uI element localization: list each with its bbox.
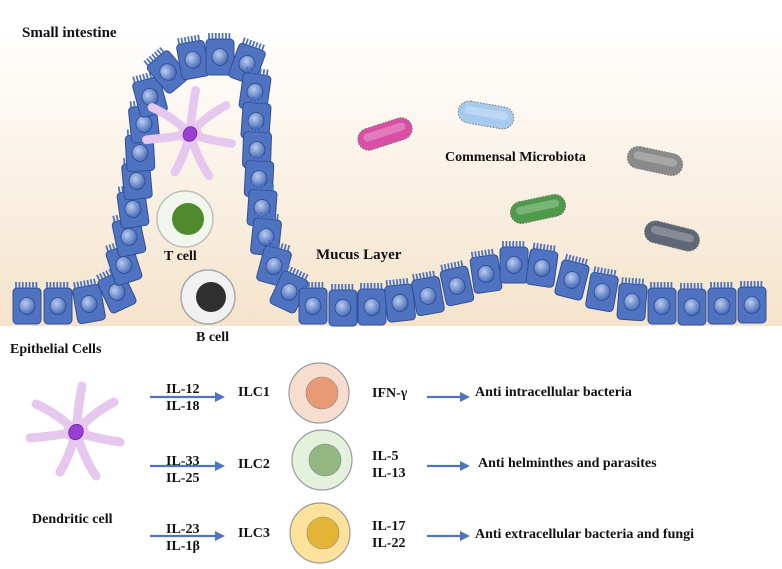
ilc1-output-arrow [427,392,470,402]
epithelial-cell [677,283,707,326]
epithelial-cell [707,282,737,325]
mucus-layer-label: Mucus Layer [316,247,402,263]
bacterium-green [509,193,567,225]
epithelial-cell [43,282,73,325]
epithelial-cell [384,278,416,323]
dendritic-cell [25,381,125,481]
dendritic-cell-villus [142,86,237,181]
commensal-microbiota [357,100,700,252]
ilc1-cell [288,362,350,424]
ilc2-output-arrow [427,461,470,471]
ilc3-effect: Anti extracellular bacteria and fungi [475,527,695,542]
t-cell-label: T cell [164,249,197,264]
epithelial-cells-label: Epithelial Cells [10,342,102,357]
epithelial-cell [469,248,503,294]
epithelial-cell [176,34,210,81]
bacterium-dark [644,220,700,252]
pathway-arrows [150,392,470,541]
ilc3-output-arrow [427,531,470,541]
diagram-title: Small intestine [22,25,117,41]
t-cell [156,190,214,248]
ilc2-input-2: IL-25 [166,471,200,486]
ilc2-effect: Anti helminthes and parasites [478,456,657,471]
ilc-cells [288,362,353,564]
b-cell-label: B cell [196,330,230,345]
ilc2-outputs: IL-5 IL-13 [372,448,405,482]
villus-immune-cells [25,86,237,481]
ilc3-input-arrow [150,531,225,541]
ilc2-input-1: IL-33 [166,454,200,469]
epithelial-cell [439,260,475,307]
epithelium [12,33,767,327]
epithelial-cell [298,282,328,325]
bacterium-blue [457,100,515,130]
ilc1-inputs: IL-12 IL-18 [166,381,199,415]
bacterium-gray [626,145,684,177]
ilc2-inputs: IL-33 IL-25 [166,453,199,487]
ilc2-input-arrow [150,461,225,471]
epithelial-cell [205,33,235,76]
ilc1-input-arrow [150,392,225,402]
ilc2-cell [291,429,353,491]
ilc1-label: ILC1 [238,385,270,400]
epithelial-cell [72,278,106,325]
epithelial-cell [554,253,590,301]
commensal-microbiota-label: Commensal Microbiota [445,150,586,165]
epithelial-cell [616,277,648,322]
epithelial-cell [737,281,767,324]
ilc1-output-1: IFN-γ [372,386,408,401]
ilc3-output-2: IL-22 [372,536,406,551]
epithelial-cell [143,46,190,94]
epithelial-cell [12,282,42,325]
ilc2-output-1: IL-5 [372,449,399,464]
ilc3-cell [289,502,351,564]
epithelial-cell [585,266,619,313]
ilc3-input-1: IL-23 [166,522,200,537]
ilc1-effect: Anti intracellular bacteria [475,385,632,400]
epithelial-cell [250,211,282,257]
ilc3-inputs: IL-23 IL-1β [166,521,200,555]
epithelial-cell [328,284,358,327]
bacterium-pink [357,117,413,151]
ilc2-label: ILC2 [238,457,270,472]
ilc3-output-1: IL-17 [372,519,406,534]
epithelial-cell [411,270,445,317]
ilc1-input-2: IL-18 [166,399,200,414]
epithelial-cell [269,265,309,314]
epithelial-cell [647,282,677,325]
epithelial-cell [357,283,387,326]
ilc3-input-2: IL-1β [166,539,200,554]
epithelial-cell [525,242,559,288]
ilc3-outputs: IL-17 IL-22 [372,518,405,552]
ilc3-label: ILC3 [238,526,270,541]
ilc1-input-1: IL-12 [166,382,200,397]
epithelial-cell [499,241,529,284]
b-cell [180,269,236,325]
ilc2-output-2: IL-13 [372,466,406,481]
dendritic-cell-label: Dendritic cell [32,512,113,527]
